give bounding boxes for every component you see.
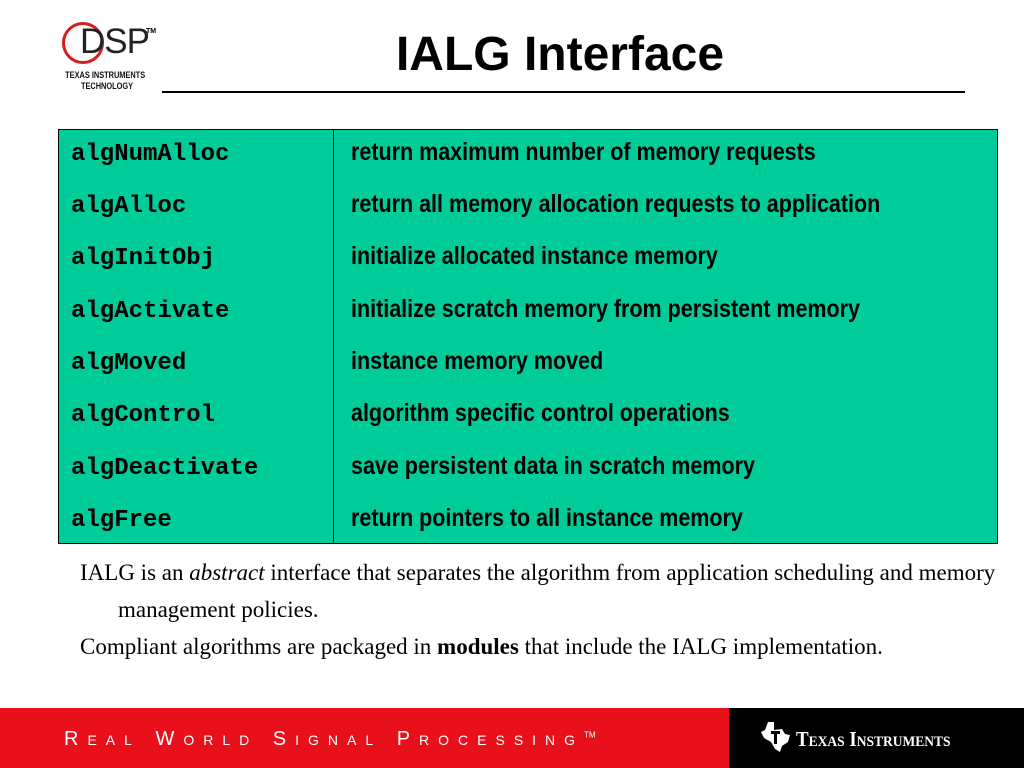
function-description: algorithm specific control operations — [351, 399, 730, 427]
table-row: algNumAlloc return maximum number of mem… — [59, 130, 997, 182]
bullet-text: Compliant algorithms are packaged in — [80, 634, 438, 659]
function-description: initialize allocated instance memory — [351, 242, 718, 270]
function-description: save persistent data in scratch memory — [351, 452, 755, 480]
function-name: algControl — [71, 402, 216, 429]
function-description: return maximum number of memory requests — [351, 138, 816, 166]
function-name: algFree — [71, 507, 172, 534]
function-name: algMoved — [71, 350, 187, 377]
footer-tagline-tm: TM — [584, 730, 596, 740]
table-row: algDeactivate save persistent data in sc… — [59, 444, 997, 496]
bullet-strong: modules — [437, 634, 519, 659]
function-name: algInitObj — [71, 245, 216, 272]
page-title: IALG Interface — [395, 28, 725, 81]
function-description: return all memory allocation requests to… — [351, 190, 881, 218]
footer-tagline: Real World Signal ProcessingTM — [64, 728, 596, 751]
table-row: algInitObj initialize allocated instance… — [59, 234, 997, 286]
title-divider — [162, 91, 965, 93]
footer-red-band — [0, 708, 729, 768]
bullet-abstract-interface: IALG is an abstract interface that separ… — [80, 554, 998, 628]
table-row: algMoved instance memory moved — [59, 339, 997, 391]
function-description: initialize scratch memory from persisten… — [351, 295, 861, 323]
dsp-logo-circle — [62, 22, 104, 64]
function-name: algAlloc — [71, 193, 187, 220]
dsp-logo-tm: TM — [146, 28, 157, 35]
function-description: instance memory moved — [351, 347, 604, 375]
footer-tagline-text: Real World Signal Processing — [64, 728, 585, 750]
texas-instruments-logo-icon — [761, 722, 790, 752]
table-row: algActivate initialize scratch memory fr… — [59, 287, 997, 339]
table-row: algControl algorithm specific control op… — [59, 391, 997, 443]
dsp-logo: DSP TM TEXAS INSTRUMENTS TECHNOLOGY — [54, 14, 164, 98]
column-divider — [333, 130, 334, 543]
function-name: algDeactivate — [71, 455, 259, 482]
dsp-logo-line1: TEXAS INSTRUMENTS — [65, 70, 146, 80]
bullet-text: interface that separates the algorithm f… — [118, 560, 996, 622]
footer-brand: Texas Instruments — [796, 727, 951, 751]
bullet-text: IALG is an — [80, 560, 190, 585]
bullet-text: that include the IALG implementation. — [518, 634, 883, 659]
dsp-logo-line2: TECHNOLOGY — [80, 81, 134, 91]
bullet-emphasis: abstract — [189, 560, 265, 585]
dsp-logo-text: DSP — [80, 22, 150, 61]
function-name: algNumAlloc — [71, 141, 230, 168]
table-row: algFree return pointers to all instance … — [59, 496, 997, 548]
bullet-modules: Compliant algorithms are packaged in mod… — [80, 628, 998, 665]
function-table: algNumAlloc return maximum number of mem… — [58, 129, 998, 544]
function-name: algActivate — [71, 298, 230, 325]
table-row: algAlloc return all memory allocation re… — [59, 182, 997, 234]
function-description: return pointers to all instance memory — [351, 504, 743, 532]
